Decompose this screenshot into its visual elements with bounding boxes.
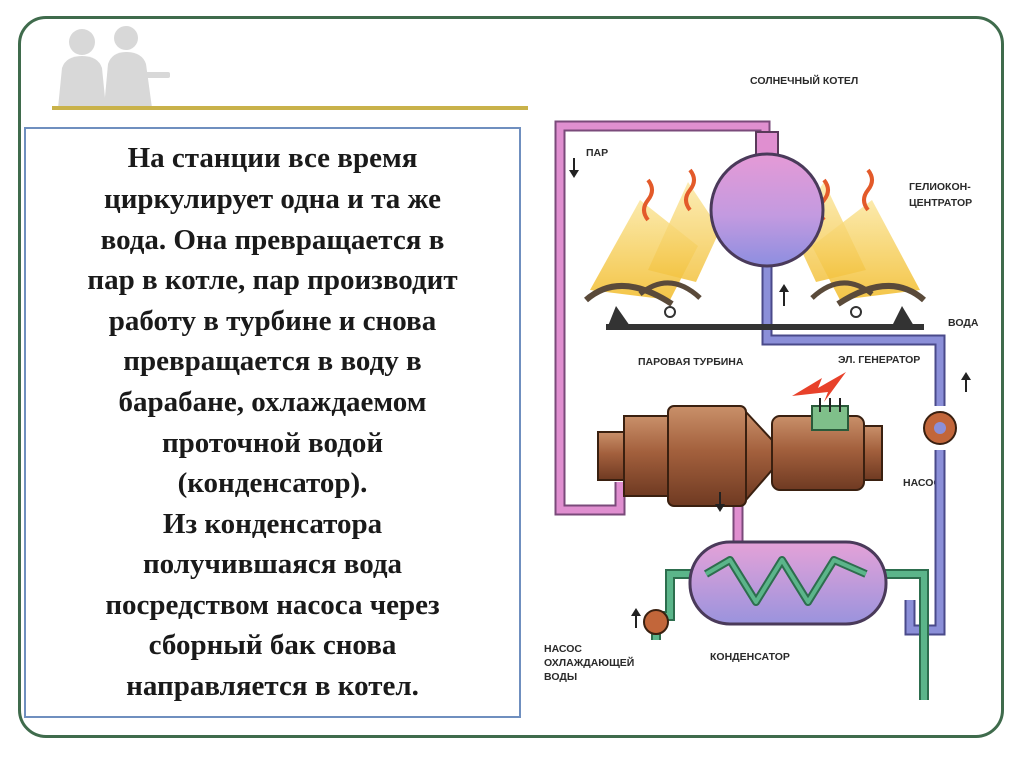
label-helio-1: ГЕЛИОКОН-: [909, 181, 971, 193]
label-water: ВОДА: [948, 317, 979, 329]
label-cooling-pump-3: ВОДЫ: [544, 671, 577, 683]
label-steam-turbine: ПАРОВАЯ ТУРБИНА: [638, 356, 744, 368]
cooling-water-pump: [643, 609, 669, 635]
condenser: [688, 540, 888, 626]
label-steam: ПАР: [586, 147, 608, 159]
arrow-down-icon: [569, 158, 579, 178]
label-condenser: КОНДЕНСАТОР: [710, 651, 790, 663]
title-underline: [52, 106, 528, 110]
label-cooling-pump-2: ОХЛАЖДАЮЩЕЙ: [544, 656, 634, 669]
lightning-icon: [792, 372, 846, 402]
arrow-up-icon: [631, 608, 641, 628]
pump: [923, 411, 957, 445]
heliostat-platform: [606, 324, 924, 330]
solar-power-plant-diagram: СОЛНЕЧНЫЙ КОТЕЛ ПАР ГЕЛИОКОН- ЦЕНТРАТОР …: [544, 74, 979, 700]
heliostat-left: [584, 168, 720, 326]
text-box: На станции все время циркулирует одна и …: [24, 127, 521, 718]
arrow-up-icon: [779, 284, 789, 306]
label-cooling-pump-1: НАСОС: [544, 643, 582, 655]
people-silhouette-icon: [58, 26, 170, 108]
label-helio-2: ЦЕНТРАТОР: [909, 197, 972, 209]
label-generator: ЭЛ. ГЕНЕРАТОР: [838, 354, 920, 366]
label-solar-boiler: СОЛНЕЧНЫЙ КОТЕЛ: [750, 74, 858, 87]
body-text: На станции все время циркулирует одна и …: [87, 142, 458, 703]
arrow-up-icon: [961, 372, 971, 392]
arrow-down-icon: [715, 492, 725, 512]
steam-turbine: [597, 405, 773, 507]
solar-boiler: [709, 131, 825, 268]
label-pump: НАСОС: [903, 477, 941, 489]
electric-generator: [771, 398, 883, 491]
